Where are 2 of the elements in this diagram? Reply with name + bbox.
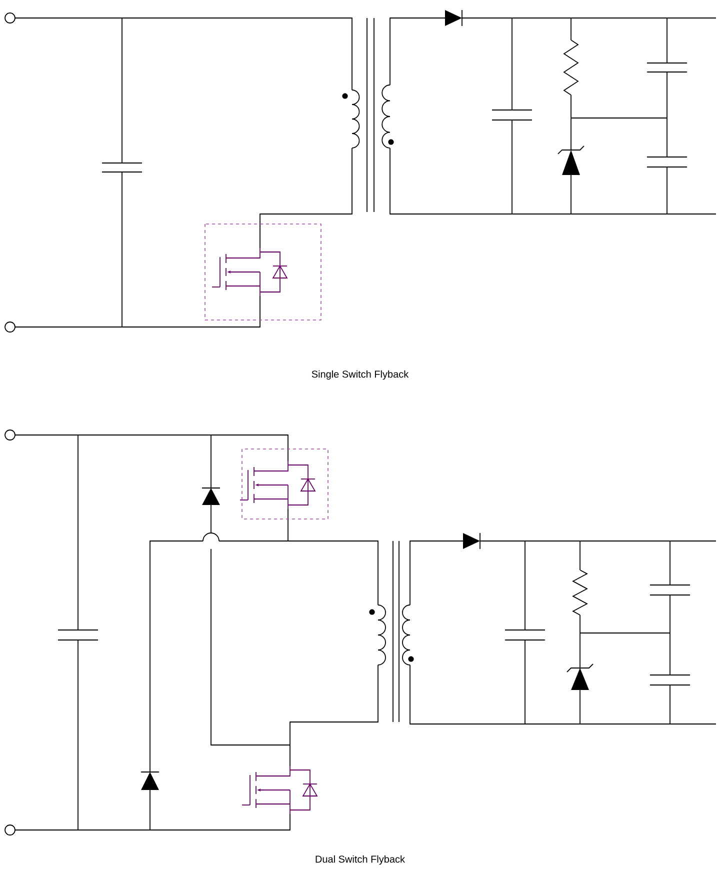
circuit-caption: Dual Switch Flyback — [316, 855, 406, 865]
circuit-caption: Single Switch Flyback — [312, 370, 409, 380]
